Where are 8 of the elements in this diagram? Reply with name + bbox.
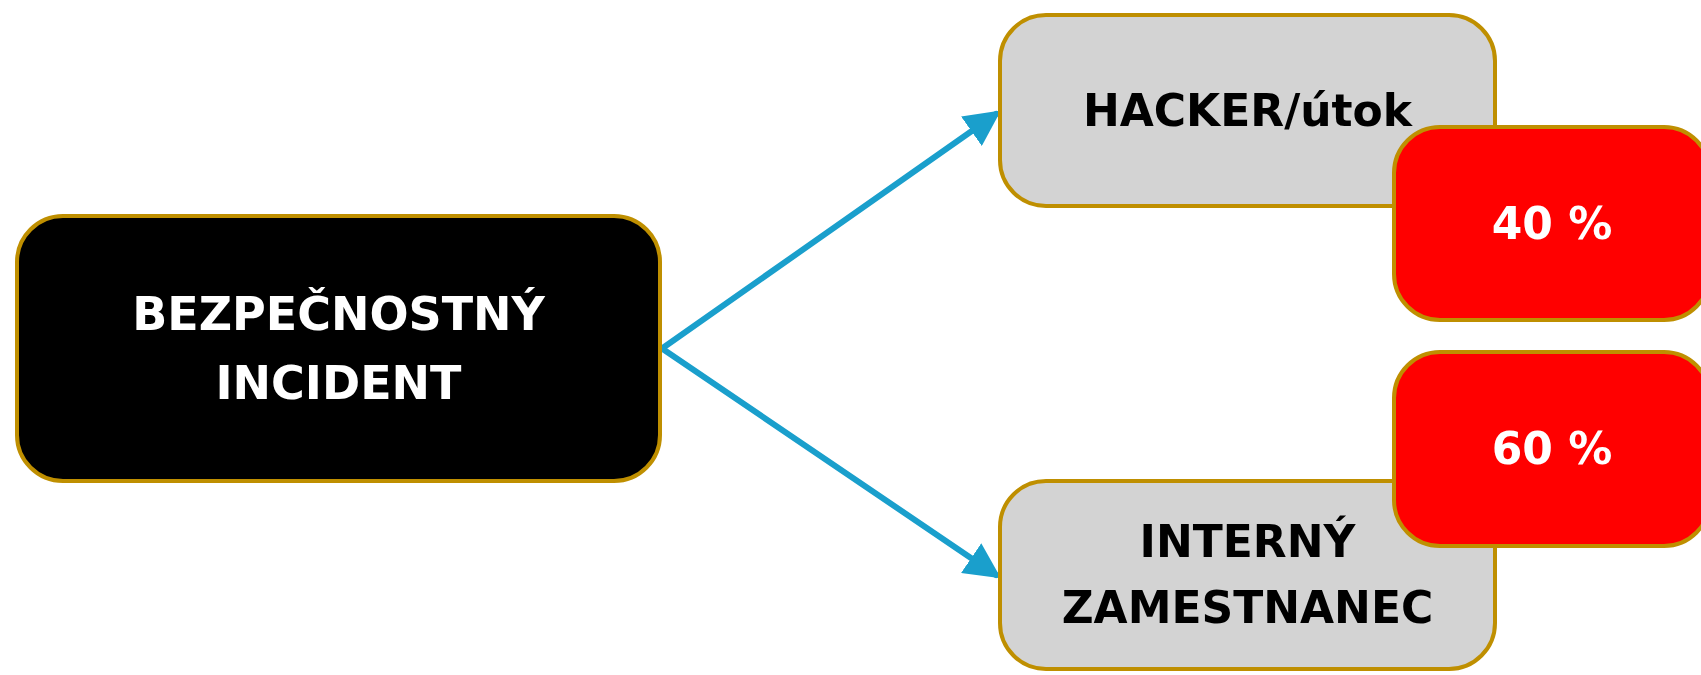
box-label: HACKER/útok <box>1082 83 1413 138</box>
box-label: BEZPEČNOSTNÝ INCIDENT <box>131 285 546 412</box>
box-label: 60 % <box>1491 422 1613 476</box>
category-box <box>998 479 1497 671</box>
percentage-box <box>1392 350 1701 548</box>
box-label: INTERNÝ ZAMESTNANEC <box>1060 514 1435 635</box>
box-label: 40 % <box>1491 196 1613 251</box>
process-box <box>15 214 662 483</box>
